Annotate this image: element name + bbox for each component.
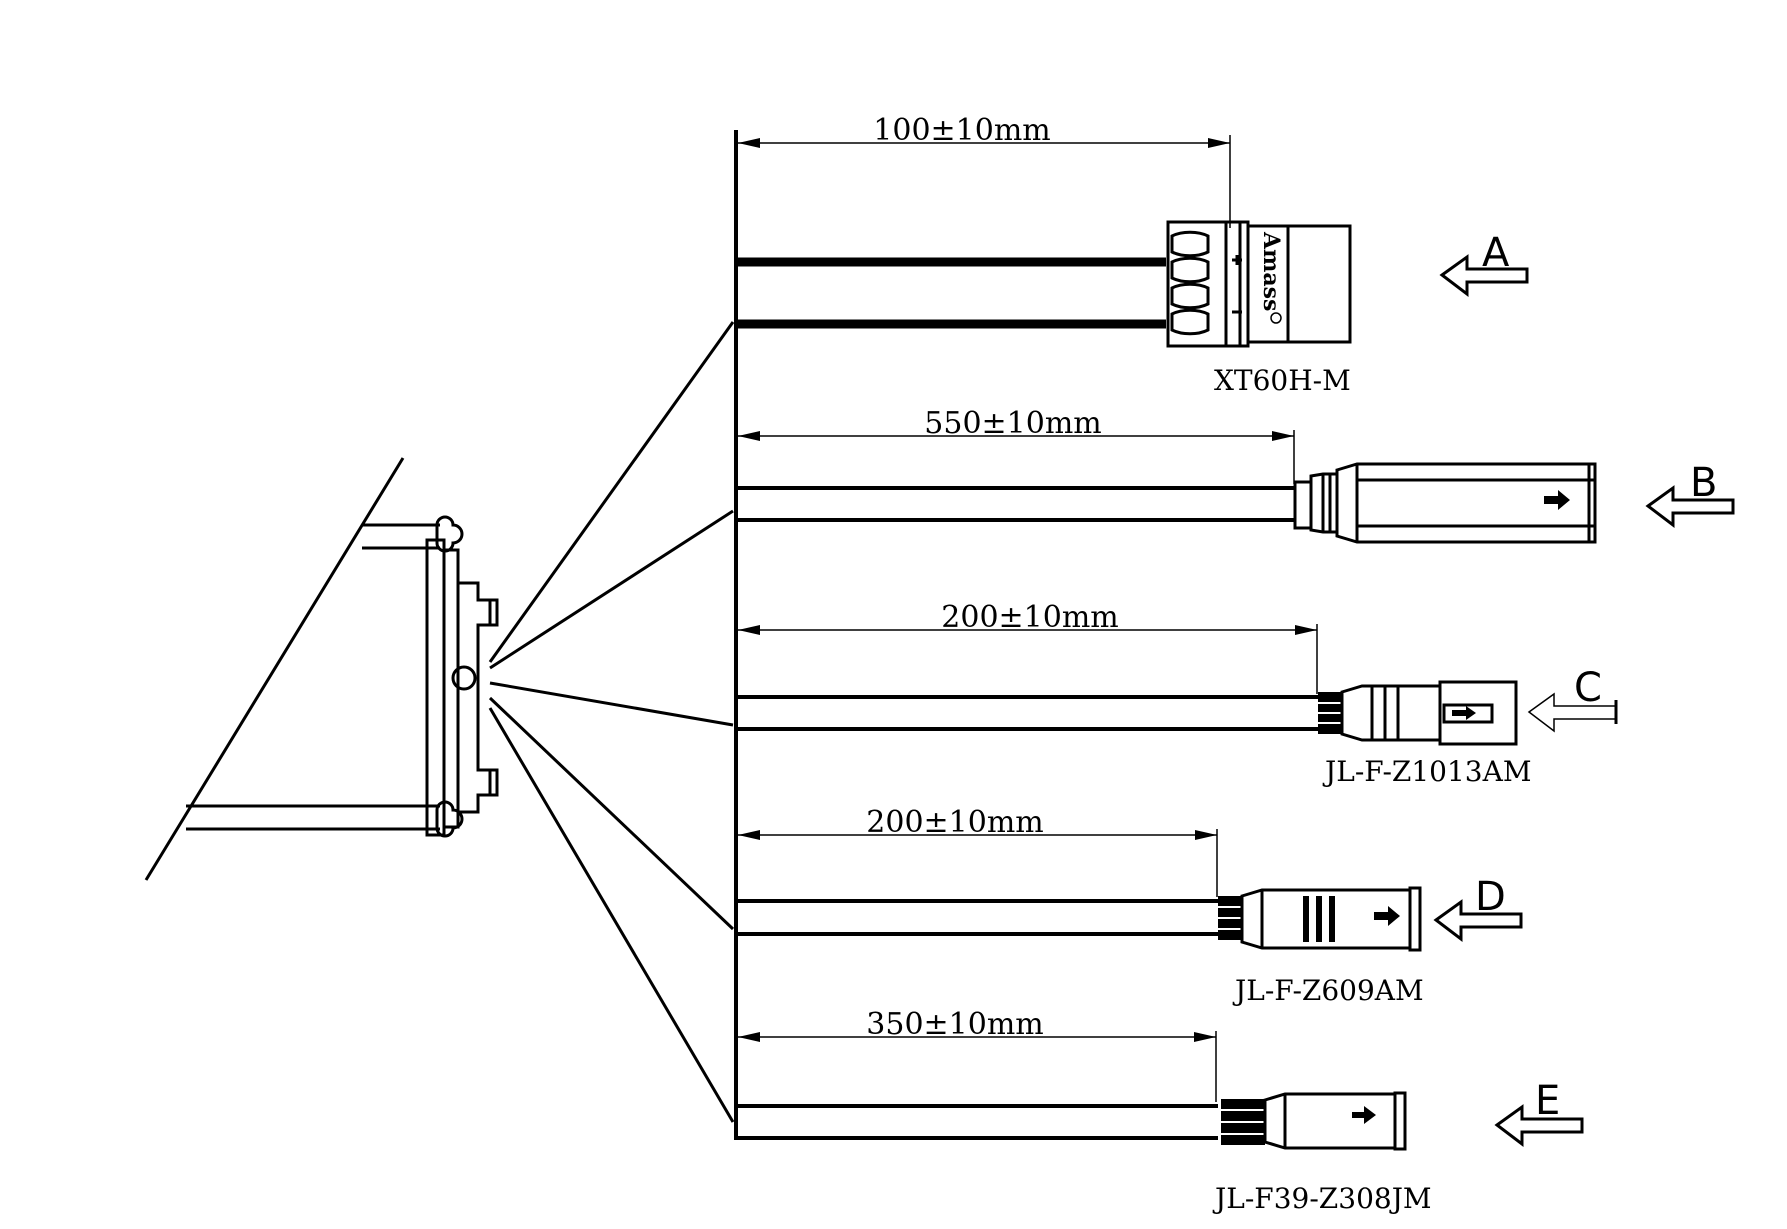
- connector-e: [1221, 1091, 1407, 1151]
- dimension-c: 200±10mm: [738, 600, 1318, 694]
- connector-a-xt60: Amass: [1166, 220, 1352, 348]
- dimension-e: 350±10mm: [738, 1007, 1217, 1102]
- dimension-d-text: 200±10mm: [866, 805, 1043, 840]
- hub-enclosure: [144, 457, 499, 881]
- branch-b: 550±10mm B: [738, 406, 1735, 544]
- dimension-a: 100±10mm: [738, 113, 1231, 228]
- connector-e-label: JL-F39-Z308JM: [1212, 1182, 1432, 1215]
- dimension-d: 200±10mm: [738, 805, 1218, 897]
- dimension-c-text: 200±10mm: [941, 600, 1118, 635]
- letter-e: E: [1535, 1078, 1560, 1124]
- connector-d: [1218, 886, 1422, 952]
- arrow-d: D: [1433, 874, 1523, 943]
- letter-b: B: [1690, 460, 1717, 506]
- arrow-c: C: [1527, 665, 1618, 733]
- connector-c-label: JL-F-Z1013AM: [1322, 755, 1532, 788]
- brand-amass-logo: Amass: [1258, 231, 1284, 311]
- branch-d: 200±10mm JL-F-Z609AM D: [738, 805, 1523, 1007]
- fan-out-lines: [488, 321, 735, 1123]
- letter-c: C: [1574, 665, 1602, 711]
- dimension-b-text: 550±10mm: [924, 406, 1101, 441]
- branch-e: 350±10mm JL-F39-Z308JM E: [738, 1007, 1584, 1215]
- branch-c: 200±10mm JL-F-Z1013AM C: [738, 600, 1618, 788]
- letter-a: A: [1482, 230, 1510, 276]
- arrow-e: E: [1494, 1078, 1584, 1148]
- arrow-a: A: [1439, 230, 1529, 298]
- connector-a-label: XT60H-M: [1214, 364, 1351, 397]
- letter-d: D: [1475, 874, 1506, 920]
- arrow-b: B: [1645, 460, 1735, 529]
- connector-d-label: JL-F-Z609AM: [1232, 974, 1424, 1007]
- branch-a: 100±10mm Amass XT60H-M A: [738, 113, 1529, 397]
- connector-b: [1293, 462, 1597, 544]
- dimension-e-text: 350±10mm: [866, 1007, 1043, 1042]
- dimension-b: 550±10mm: [738, 406, 1295, 484]
- connector-c: [1318, 680, 1518, 746]
- dimension-a-text: 100±10mm: [873, 113, 1050, 148]
